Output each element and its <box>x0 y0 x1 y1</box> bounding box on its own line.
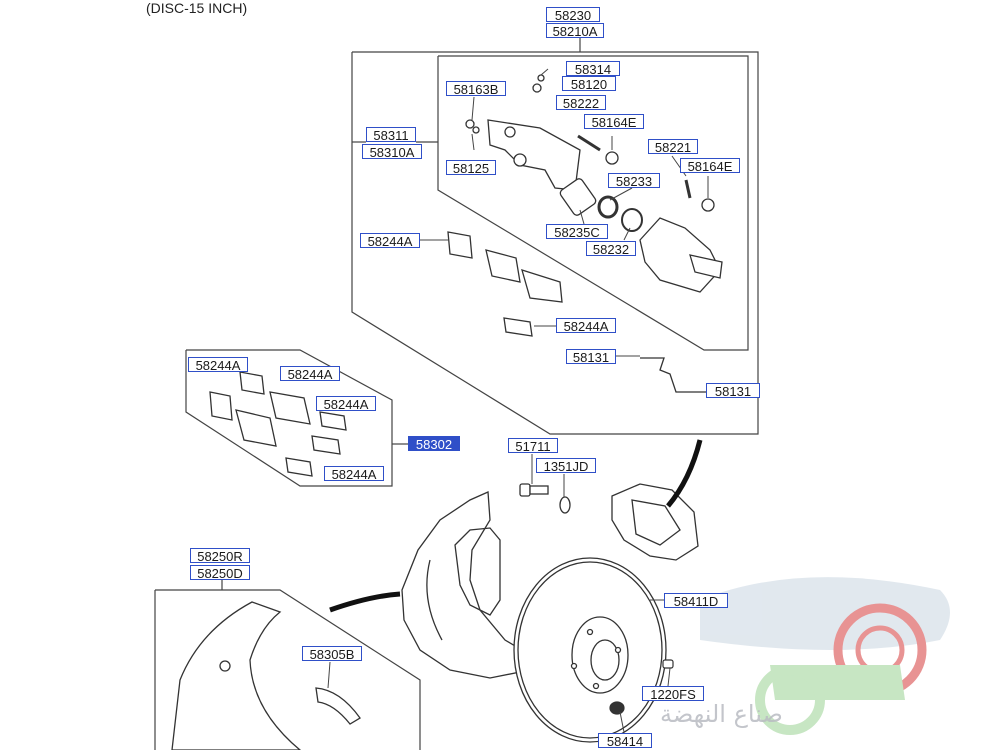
part-label-58411d[interactable]: 58411D <box>664 593 728 609</box>
caliper-body <box>465 74 723 293</box>
brake-pads <box>209 231 563 477</box>
part-label-58233[interactable]: 58233 <box>608 173 660 189</box>
part-label-58131-right[interactable]: 58131 <box>706 383 760 399</box>
splash-shield-box <box>154 580 421 750</box>
watermark-logo <box>700 577 950 735</box>
part-label-58210a[interactable]: 58210A <box>546 23 604 39</box>
wear-sensor-wire <box>640 357 706 393</box>
brake-disc <box>513 557 667 743</box>
part-label-58244a-kit-4[interactable]: 58244A <box>324 466 384 482</box>
part-label-58131-left[interactable]: 58131 <box>566 349 616 365</box>
assembly-arrow <box>666 439 703 508</box>
part-label-1351jd[interactable]: 1351JD <box>536 458 596 474</box>
part-label-58164e-upper[interactable]: 58164E <box>584 114 644 130</box>
splash-shield <box>171 601 361 750</box>
part-label-58120[interactable]: 58120 <box>562 76 616 92</box>
assembly-arrow <box>329 591 401 613</box>
part-label-58125[interactable]: 58125 <box>446 160 496 176</box>
bolt-and-washer <box>519 483 571 514</box>
diagram-caption: (DISC-15 INCH) <box>146 0 248 16</box>
backing-plate <box>401 491 531 679</box>
leader-lines <box>327 68 709 733</box>
part-label-58230[interactable]: 58230 <box>546 7 600 23</box>
part-label-1220fs[interactable]: 1220FS <box>642 686 704 702</box>
part-label-58244a-top[interactable]: 58244A <box>360 233 420 249</box>
part-label-58250r[interactable]: 58250R <box>190 548 250 564</box>
part-label-58164e-right[interactable]: 58164E <box>680 158 740 174</box>
part-label-58163b[interactable]: 58163B <box>446 81 506 97</box>
disc-screw <box>609 659 674 715</box>
part-label-58250d[interactable]: 58250D <box>190 565 250 581</box>
part-label-58314[interactable]: 58314 <box>566 61 620 77</box>
part-label-58244a-middle[interactable]: 58244A <box>556 318 616 334</box>
part-label-58310a[interactable]: 58310A <box>362 144 422 160</box>
part-label-58244a-kit-1[interactable]: 58244A <box>188 357 248 373</box>
part-label-58414[interactable]: 58414 <box>598 733 652 749</box>
part-label-58221[interactable]: 58221 <box>648 139 698 155</box>
part-label-58305b[interactable]: 58305B <box>302 646 362 662</box>
pad-kit-box <box>185 349 408 487</box>
part-label-58232[interactable]: 58232 <box>586 241 636 257</box>
part-label-58244a-kit-2[interactable]: 58244A <box>280 366 340 382</box>
part-label-58311[interactable]: 58311 <box>366 127 416 143</box>
assembled-caliper <box>611 483 699 561</box>
part-label-58235c[interactable]: 58235C <box>546 224 608 240</box>
watermark-text: صناع النهضة <box>660 700 783 728</box>
part-label-58302[interactable]: 58302 <box>408 436 460 452</box>
caliper-assembly-box <box>351 37 759 435</box>
part-label-58222[interactable]: 58222 <box>556 95 606 111</box>
part-label-51711[interactable]: 51711 <box>508 438 558 454</box>
part-label-58244a-kit-3[interactable]: 58244A <box>316 396 376 412</box>
